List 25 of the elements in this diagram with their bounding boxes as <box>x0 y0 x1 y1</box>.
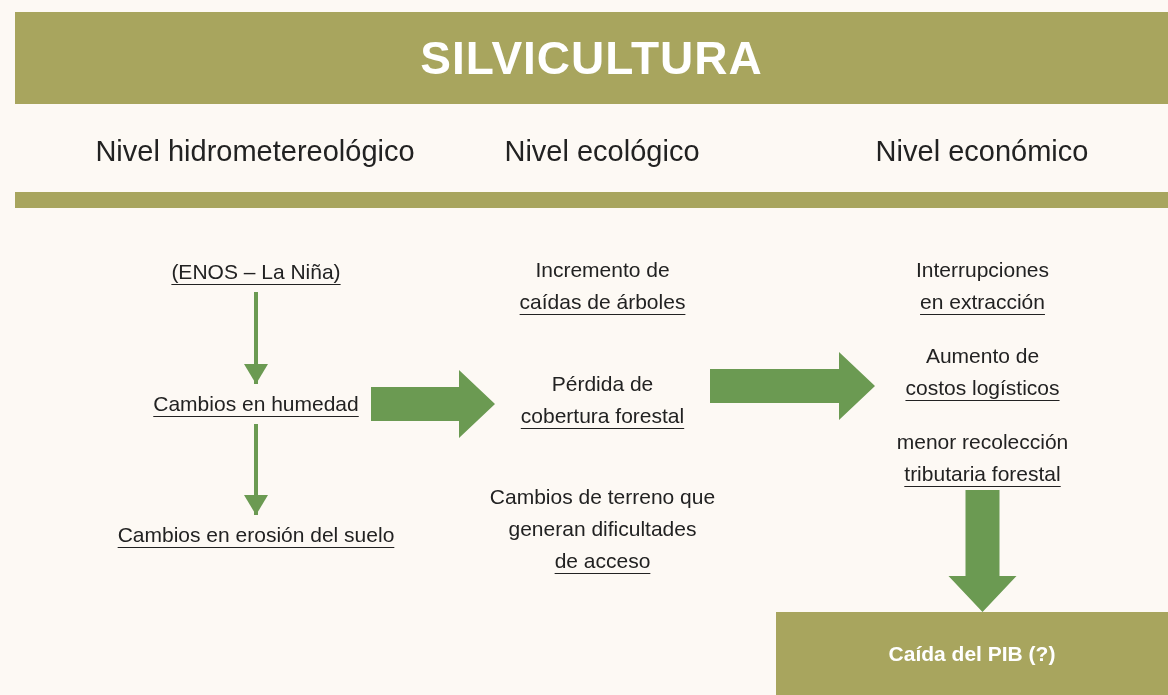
flow-text: Pérdida de <box>551 371 654 397</box>
flow-text: (ENOS – La Niña) <box>171 259 341 285</box>
column-heading: Nivel ecológico <box>504 135 700 168</box>
flow-text: Cambios en erosión del suelo <box>117 522 395 548</box>
arrow <box>244 292 268 384</box>
block-arrow <box>371 370 495 438</box>
flow-text: menor recolección <box>896 429 1069 455</box>
column-heading: Nivel hidrometereológico <box>95 135 415 168</box>
flow-text: cobertura forestal <box>520 403 685 429</box>
arrow <box>244 424 268 515</box>
flow-text: de acceso <box>554 548 651 574</box>
flow-text: Incremento de <box>535 257 670 283</box>
box-label: Caída del PIB (?) <box>888 641 1056 666</box>
result-box <box>776 612 1168 695</box>
flow-text: tributaria forestal <box>904 461 1061 487</box>
title: SILVICULTURA <box>420 31 763 85</box>
flow-text: Interrupciones <box>915 257 1050 283</box>
flow-text: en extracción <box>920 289 1045 315</box>
block-arrow <box>710 352 875 420</box>
flow-text: Aumento de <box>925 343 1040 369</box>
block-arrow <box>948 490 1017 612</box>
column-heading: Nivel económico <box>875 135 1089 168</box>
flow-text: caídas de árboles <box>519 289 686 315</box>
flow-text: costos logísticos <box>905 375 1060 401</box>
flow-text: Cambios en humedad <box>153 391 359 417</box>
